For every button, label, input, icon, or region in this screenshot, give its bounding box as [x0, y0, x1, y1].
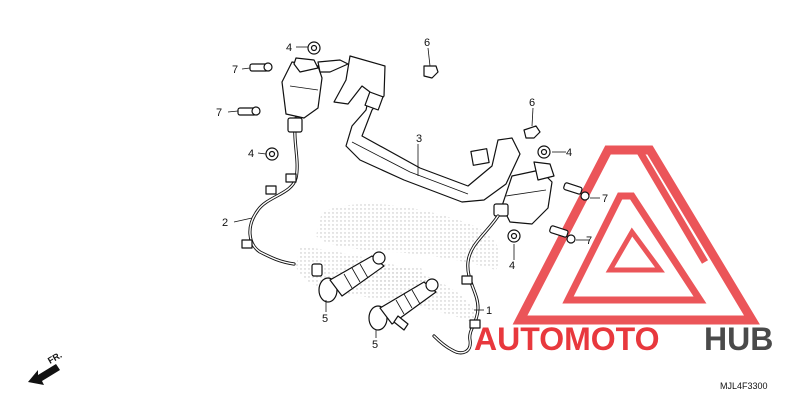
callout-2: 2 [222, 217, 228, 229]
callout-4: 4 [509, 260, 515, 272]
bolt-part-6 [423, 65, 541, 139]
watermark-triangle-logo [512, 145, 760, 325]
callout-5: 5 [372, 339, 378, 351]
callout-4: 4 [248, 148, 254, 160]
plug-cap-part-5-left [311, 251, 386, 303]
watermark-word-red: AUTOMOTO [474, 321, 659, 357]
bracket-part-3 [333, 55, 521, 203]
leader-lines [227, 46, 600, 338]
plug-cap-part-5-right [368, 278, 439, 331]
callout-7: 7 [586, 235, 592, 247]
callout-6: 6 [424, 37, 430, 49]
callout-7: 7 [602, 193, 608, 205]
callout-6: 6 [529, 97, 535, 109]
callout-4: 4 [286, 42, 292, 54]
callout-1: 1 [486, 305, 492, 317]
watermark-word-gray: HUB [704, 321, 773, 357]
callout-3: 3 [416, 133, 422, 145]
background-wing-emblem [296, 203, 501, 322]
ignition-coil-upper [281, 57, 349, 119]
callout-5: 5 [322, 313, 328, 325]
screw-part-7 [237, 62, 590, 244]
callout-4: 4 [566, 147, 572, 159]
front-arrow-label: FR. [46, 350, 64, 366]
ignition-coil-lower [493, 161, 555, 225]
plug-cable-part-2 [241, 116, 303, 266]
part-code: MJL4F3300 [720, 381, 768, 391]
watermark-wordmark: AUTOMOTO HUB [474, 321, 773, 357]
callout-labels: 1 2 3 4 4 4 4 5 5 6 6 7 7 7 7 [216, 37, 608, 351]
plug-cable-part-1 [432, 214, 500, 355]
grommet-part-4 [265, 41, 551, 243]
callout-7: 7 [232, 64, 238, 76]
front-direction-arrow: FR. [28, 350, 64, 385]
callout-7: 7 [216, 107, 222, 119]
